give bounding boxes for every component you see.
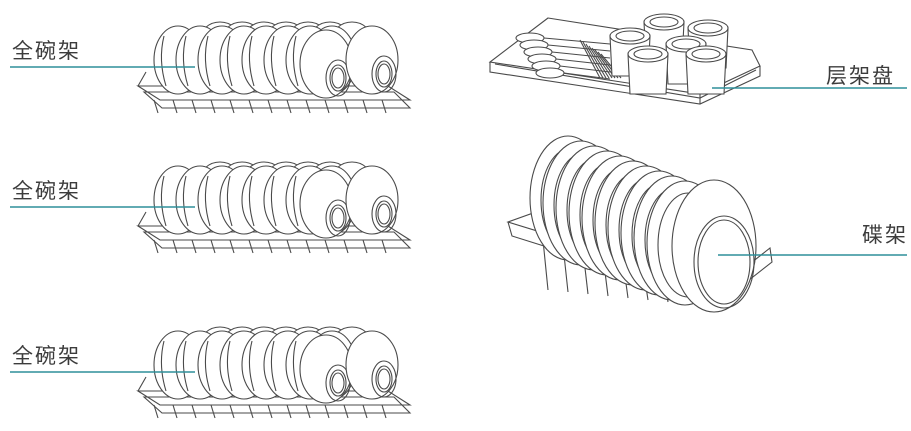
label-layer-tray: 层架盘 <box>826 64 895 88</box>
layer-tray-illustration <box>488 13 761 105</box>
bowl-rack-2 <box>136 161 412 254</box>
label-bowl-rack-3: 全碗架 <box>12 344 81 368</box>
bowl-rack-1 <box>136 21 412 114</box>
bowl <box>345 25 399 95</box>
label-bowl-rack-1: 全碗架 <box>12 39 81 63</box>
bowl <box>345 330 399 400</box>
label-bowl-rack-2: 全碗架 <box>12 179 81 203</box>
bowl <box>299 169 353 239</box>
bowl <box>299 29 353 99</box>
plate-front <box>671 179 757 313</box>
plate-rack-illustration <box>506 135 773 313</box>
label-plate-rack: 碟架 <box>862 223 908 247</box>
bowl <box>299 334 353 404</box>
bowl <box>345 165 399 235</box>
bowl-rack-3 <box>136 326 412 419</box>
